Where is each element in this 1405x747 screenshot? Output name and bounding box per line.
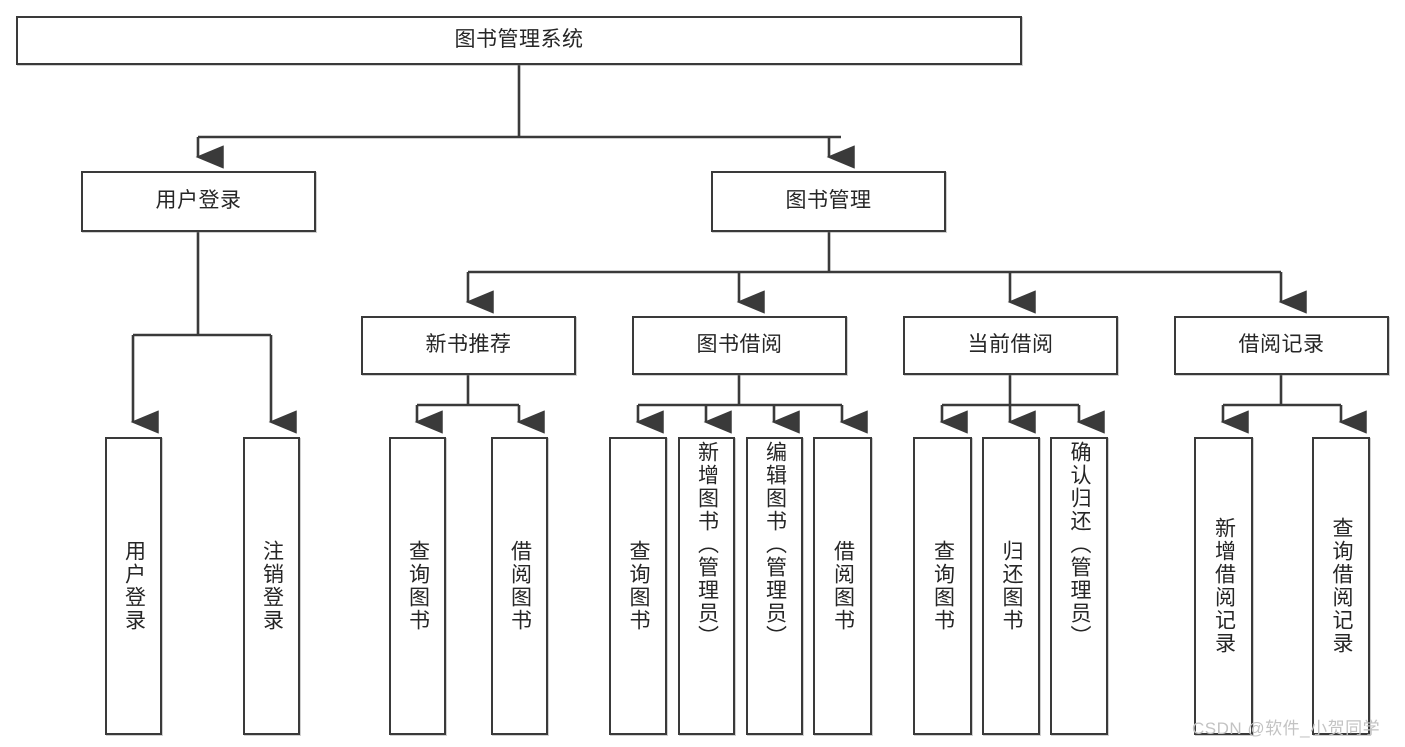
node-label: 图书借阅 xyxy=(696,333,783,357)
node-label: 用户登录 xyxy=(155,189,242,213)
node-label: 新增图书（管理员） xyxy=(695,441,719,648)
leaf-query-borrow-record[interactable]: 查询借阅记录 xyxy=(1312,437,1370,735)
node-label: 查询图书 xyxy=(406,540,430,632)
leaf-query-book-recommend[interactable]: 查询图书 xyxy=(389,437,446,735)
node-label: 借阅记录 xyxy=(1238,333,1325,357)
node-label: 图书管理 xyxy=(785,189,872,213)
node-label: 新增借阅记录 xyxy=(1212,517,1236,655)
node-label: 确认归还（管理员） xyxy=(1068,441,1092,648)
leaf-borrow-book-recommend[interactable]: 借阅图书 xyxy=(491,437,548,735)
node-label: 新书推荐 xyxy=(425,333,512,357)
node-label: 查询借阅记录 xyxy=(1330,517,1354,655)
leaf-return-book[interactable]: 归还图书 xyxy=(982,437,1040,735)
node-current-borrow[interactable]: 当前借阅 xyxy=(903,316,1118,375)
node-label: 借阅图书 xyxy=(508,540,532,632)
node-root-book-management-system[interactable]: 图书管理系统 xyxy=(16,16,1022,65)
leaf-borrow-book[interactable]: 借阅图书 xyxy=(813,437,872,735)
leaf-logout[interactable]: 注销登录 xyxy=(243,437,300,735)
node-new-book-recommend[interactable]: 新书推荐 xyxy=(361,316,576,375)
leaf-add-book-admin[interactable]: 新增图书（管理员） xyxy=(678,437,735,735)
node-label: 当前借阅 xyxy=(967,333,1054,357)
leaf-confirm-return-admin[interactable]: 确认归还（管理员） xyxy=(1050,437,1108,735)
leaf-query-book-current[interactable]: 查询图书 xyxy=(913,437,972,735)
node-label: 查询图书 xyxy=(627,540,651,632)
node-label: 编辑图书（管理员） xyxy=(763,441,787,648)
leaf-query-book-borrow[interactable]: 查询图书 xyxy=(609,437,667,735)
node-user-login[interactable]: 用户登录 xyxy=(81,171,316,232)
node-book-borrow[interactable]: 图书借阅 xyxy=(632,316,847,375)
leaf-user-login[interactable]: 用户登录 xyxy=(105,437,162,735)
node-book-management[interactable]: 图书管理 xyxy=(711,171,946,232)
watermark-text: CSDN @软件_小贺同学 xyxy=(1192,719,1381,738)
leaf-add-borrow-record[interactable]: 新增借阅记录 xyxy=(1194,437,1253,735)
node-label: 注销登录 xyxy=(260,540,284,632)
node-label: 查询图书 xyxy=(931,540,955,632)
node-borrow-record[interactable]: 借阅记录 xyxy=(1174,316,1389,375)
leaf-edit-book-admin[interactable]: 编辑图书（管理员） xyxy=(746,437,803,735)
node-label: 归还图书 xyxy=(1000,540,1024,632)
node-label: 用户登录 xyxy=(122,540,146,632)
node-label: 图书管理系统 xyxy=(454,28,584,52)
node-label: 借阅图书 xyxy=(831,540,855,632)
